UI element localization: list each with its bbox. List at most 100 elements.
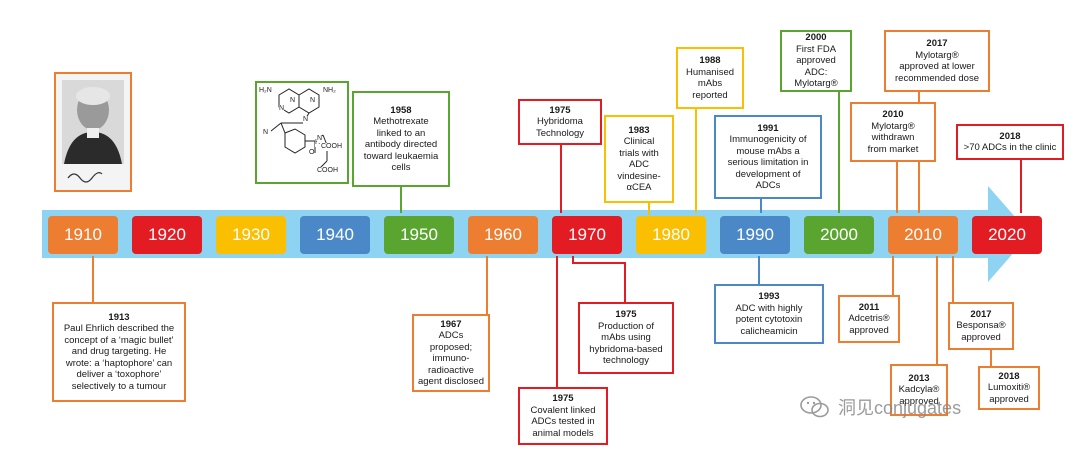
event-description: Mylotarg® withdrawn from market (867, 120, 919, 155)
decade-1940: 1940 (300, 216, 370, 254)
atom-label: N (317, 135, 323, 143)
atom-label: O (309, 149, 315, 157)
connector-line (695, 109, 697, 213)
atom-label: N (303, 116, 309, 124)
connector-line (936, 256, 938, 364)
molecule-drawing (270, 88, 328, 170)
event-year: 2017 (926, 38, 948, 49)
decade-1970: 1970 (552, 216, 622, 254)
event-description: Kadcyla® approved (898, 384, 940, 407)
atom-label: N (263, 129, 269, 137)
decade-2020: 2020 (972, 216, 1042, 254)
atom-label: H₂N (259, 87, 272, 95)
decade-1930: 1930 (216, 216, 286, 254)
event-description: Humanised mAbs reported (685, 66, 735, 101)
event-year: 2013 (908, 372, 930, 384)
connector-line (648, 203, 650, 215)
event-year: 1988 (699, 55, 721, 66)
event-description: >70 ADCs in the clinic (963, 142, 1057, 153)
atom-label: COOH (321, 143, 342, 151)
event-description: Mylotarg® approved at lower recommended … (895, 49, 979, 84)
connector-line (624, 262, 626, 302)
event-description: Production of mAbs using hybridoma-based… (589, 320, 663, 367)
connector-line (758, 256, 760, 284)
connector-line (572, 262, 626, 264)
event-year: 2011 (858, 301, 880, 313)
connector-line (838, 92, 840, 213)
decade-1980: 1980 (636, 216, 706, 254)
decade-2010: 2010 (888, 216, 958, 254)
event-description: Methotrexate linked to an antibody direc… (363, 116, 439, 173)
event-description: Covalent linked ADCs tested in animal mo… (530, 404, 596, 439)
ehrlich-portrait (54, 72, 132, 192)
event-description: Adcetris® approved (848, 313, 890, 336)
event-year: 2010 (882, 109, 904, 120)
connector-line (760, 199, 762, 213)
event-description: Clinical trials with ADC vindesine- αCEA (617, 136, 661, 193)
event-description: ADC with highly potent cytotoxin caliche… (735, 302, 803, 337)
connector-line (892, 256, 894, 296)
connector-line (92, 256, 94, 302)
connector-line (560, 145, 562, 213)
connector-line (486, 256, 488, 314)
event-year: 2017 (970, 308, 992, 320)
event-description: Paul Ehrlich described the concept of a … (63, 323, 175, 392)
connector-line (896, 162, 898, 213)
connector-line (952, 256, 954, 302)
methotrexate-structure: H₂NNH₂NNNNNOHNCOOHCOOH (255, 81, 349, 184)
decade-2000: 2000 (804, 216, 874, 254)
event-year: 1958 (390, 104, 412, 116)
atom-label: COOH (317, 167, 338, 175)
atom-label: N (310, 97, 316, 105)
atom-label: N (279, 105, 285, 113)
decade-1960: 1960 (468, 216, 538, 254)
event-description: First FDA approved ADC: Mylotarg® (794, 43, 838, 90)
event-year: 1975 (615, 309, 637, 321)
event-description: Besponsa® approved (956, 320, 1006, 343)
watermark: 洞见conjugates (800, 392, 961, 422)
event-year: 1975 (552, 393, 574, 404)
event-year: 1967 (440, 318, 462, 330)
event-year: 1975 (549, 104, 571, 116)
event-description: Lumoxiti® approved (987, 382, 1031, 405)
event-year: 2018 (998, 370, 1020, 382)
event-year: 1983 (628, 124, 650, 136)
decade-1910: 1910 (48, 216, 118, 254)
event-box-2018a: 2018>70 ADCs in the clinic (956, 124, 1064, 160)
atom-label: N (290, 97, 296, 105)
event-year: 1993 (758, 291, 780, 302)
event-description: ADCs proposed; immuno- radioactive agent… (417, 330, 485, 387)
decade-1990: 1990 (720, 216, 790, 254)
watermark-text: 洞见conjugates (838, 398, 962, 418)
portrait-illustration (56, 74, 130, 190)
event-year: 2018 (999, 130, 1021, 142)
connector-line (990, 350, 992, 366)
connector-line (556, 256, 558, 387)
decade-1920: 1920 (132, 216, 202, 254)
atom-label: NH₂ (323, 87, 336, 95)
connector-line (1020, 160, 1022, 213)
connector-line (400, 187, 402, 213)
event-description: Immunogenicity of mouse mAbs a serious l… (727, 134, 809, 191)
event-year: 1991 (757, 122, 779, 134)
event-description: Hybridoma Technology (535, 116, 585, 139)
event-year: 2000 (805, 32, 827, 44)
